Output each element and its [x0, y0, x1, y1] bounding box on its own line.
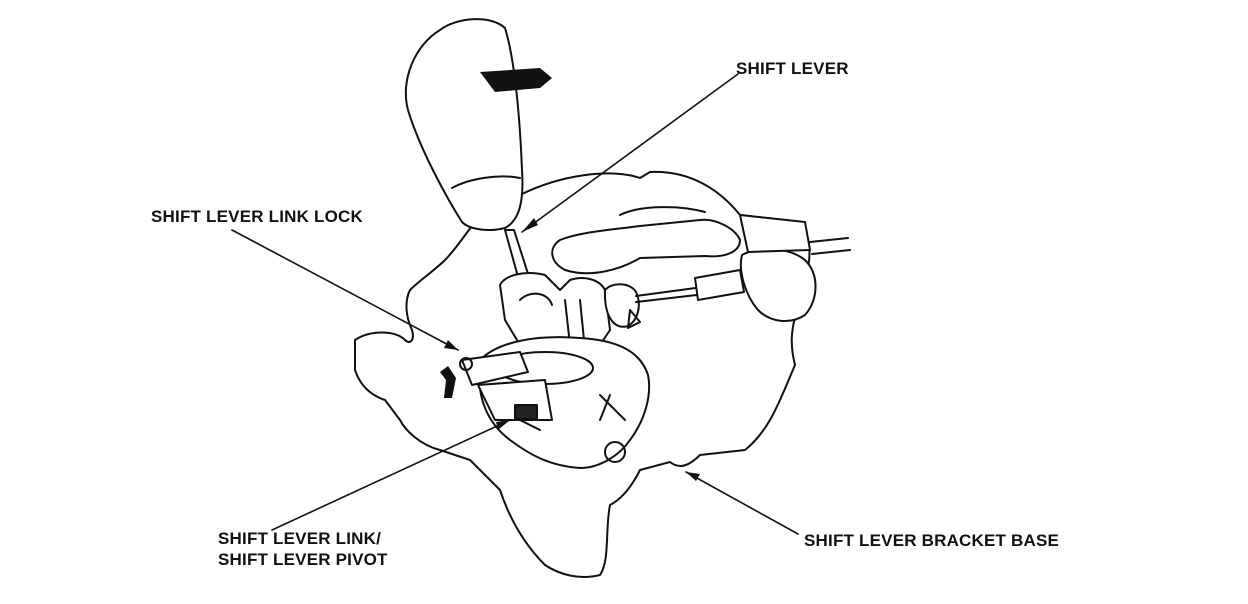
lever-housing [499, 272, 611, 346]
label-shift-lever-link-pivot: SHIFT LEVER LINK/ SHIFT LEVER PIVOT [218, 528, 388, 570]
label-link-pivot-line2: SHIFT LEVER PIVOT [218, 550, 388, 569]
gate-inner-slot [619, 206, 706, 216]
leader-shift-lever-tip [522, 218, 538, 232]
cable-sleeve [694, 269, 745, 301]
leader-bracket-base [685, 471, 799, 535]
link-arm [461, 351, 529, 386]
cable-end-left [603, 283, 640, 328]
link-lock-arrow-icon [440, 366, 456, 398]
leader-link-pivot [271, 419, 511, 531]
cable-end-right [739, 214, 811, 253]
leader-link-lock-tip [444, 340, 458, 350]
link-lock-pin [459, 357, 473, 371]
leader-link-lock [231, 229, 459, 351]
label-link-pivot-line1: SHIFT LEVER LINK/ [218, 529, 382, 548]
adjust-nut [627, 309, 641, 329]
label-shift-lever: SHIFT LEVER [736, 59, 849, 78]
pivot-boss [604, 441, 626, 463]
pivot-detail [519, 394, 626, 431]
shift-knob [404, 18, 524, 231]
direction-arrow-icon [480, 68, 552, 92]
leader-link-pivot-tip [496, 420, 510, 430]
leader-bracket-base-tip [686, 472, 700, 481]
label-shift-lever-link-lock: SHIFT LEVER LINK LOCK [151, 207, 363, 226]
leader-shift-lever [521, 73, 739, 233]
cable-exit [809, 237, 851, 255]
label-shift-lever-bracket-base: SHIFT LEVER BRACKET BASE [804, 531, 1060, 550]
pivot-clip [514, 404, 538, 420]
shift-gate-slot [551, 218, 741, 275]
cable-adjuster [739, 248, 817, 322]
knob-band [451, 175, 521, 189]
